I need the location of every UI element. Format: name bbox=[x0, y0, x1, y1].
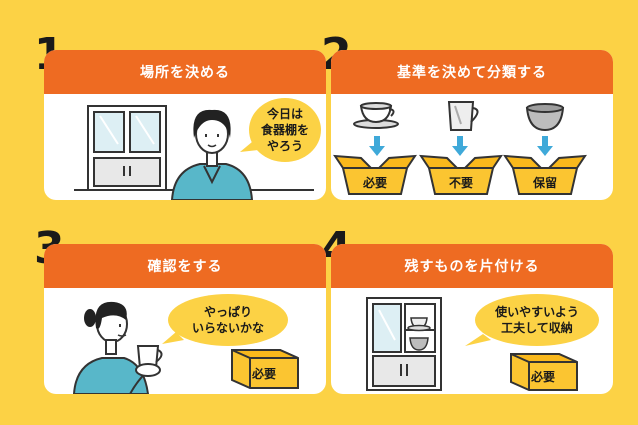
mug-icon bbox=[447, 101, 479, 131]
box-label: 不要 bbox=[449, 175, 473, 190]
cupboard-icon bbox=[87, 105, 167, 191]
arrow-icon bbox=[369, 136, 553, 156]
box-label: 保留 bbox=[532, 175, 557, 190]
bubble-line: 食器棚を bbox=[260, 122, 309, 137]
step-title-2: 基準を決めて分類する bbox=[331, 50, 613, 94]
bubble-line: やろう bbox=[267, 139, 303, 153]
bubble-line: やっぱり bbox=[204, 304, 252, 319]
box-label: 必要 bbox=[251, 366, 276, 381]
box-icon: 保留 bbox=[503, 154, 587, 195]
step-title-4: 残すものを片付ける bbox=[331, 244, 613, 288]
speech-bubble: 使いやすいよう 工夫して収納 bbox=[465, 294, 599, 346]
box-icon: 必要 bbox=[510, 353, 578, 391]
step-2-illustration: 必要 不要 保留 bbox=[333, 101, 587, 195]
box-icon: 必要 bbox=[333, 154, 417, 195]
step-title-3: 確認をする bbox=[44, 244, 326, 288]
speech-bubble: 今日は 食器棚を やろう bbox=[240, 98, 321, 162]
step-card-1: 場所を決める 今日は bbox=[44, 50, 326, 200]
woman-icon bbox=[170, 109, 254, 200]
box-label: 必要 bbox=[362, 175, 387, 190]
bubble-line: 今日は bbox=[266, 106, 303, 121]
step-card-3: 確認をする やっぱり いらないかな bbox=[44, 244, 326, 394]
step-3-illustration: やっぱり いらないかな 必要 bbox=[72, 294, 299, 394]
box-icon: 不要 bbox=[419, 154, 503, 195]
bubble-line: 工夫して収納 bbox=[501, 320, 573, 335]
mug-icon bbox=[135, 345, 163, 377]
step-1-illustration: 今日は 食器棚を やろう bbox=[74, 98, 321, 200]
step-4-illustration: 使いやすいよう 工夫して収納 必要 bbox=[366, 294, 599, 391]
bowl-icon bbox=[525, 103, 565, 132]
step-card-2: 基準を決めて分類する 必要 bbox=[331, 50, 613, 200]
teacup-icon bbox=[353, 102, 399, 129]
box-icon: 必要 bbox=[231, 349, 299, 389]
bubble-line: いらないかな bbox=[192, 321, 264, 335]
cupboard-icon bbox=[366, 297, 442, 391]
bubble-line: 使いやすいよう bbox=[494, 304, 579, 319]
woman-icon bbox=[72, 301, 153, 394]
step-card-4: 残すものを片付ける 使いやすいよう 工夫して収納 必要 bbox=[331, 244, 613, 394]
speech-bubble: やっぱり いらないかな bbox=[162, 294, 288, 346]
step-title-1: 場所を決める bbox=[44, 50, 326, 94]
box-label: 必要 bbox=[530, 369, 555, 384]
